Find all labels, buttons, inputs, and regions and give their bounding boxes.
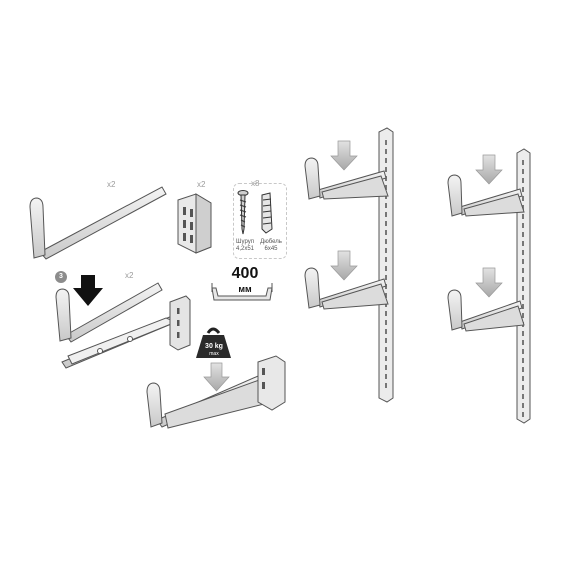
rail-slot [385, 140, 387, 145]
hook-rod-part [29, 186, 167, 260]
rail-slot [385, 266, 387, 271]
rail-slot [522, 295, 524, 300]
mounting-plate-part [177, 193, 212, 254]
bracket-part [61, 295, 191, 369]
rail-slot [522, 367, 524, 372]
rail-slot [385, 158, 387, 163]
rail-slot [522, 313, 524, 318]
screw-size: 4,2x51 [235, 246, 254, 252]
rail-slot [385, 356, 387, 361]
rail-slot [522, 187, 524, 192]
rail-slot [385, 248, 387, 253]
insert-arrow-icon [330, 140, 358, 281]
load-note: max [209, 351, 219, 357]
rail-slot [385, 149, 387, 154]
rail-slot [522, 223, 524, 228]
rail-slot [522, 304, 524, 309]
rail-slot [385, 203, 387, 208]
step-number-badge: 3 [55, 271, 67, 283]
dimension-unit: мм [238, 284, 252, 294]
dowel-icon [261, 192, 273, 234]
rail-slot [522, 196, 524, 201]
insert-arrow-icon [475, 154, 503, 298]
rail-slot [522, 250, 524, 255]
rail-slot [385, 239, 387, 244]
dimension-arrow [211, 283, 273, 301]
rail-slot [522, 403, 524, 408]
load-value: 30 kg [205, 343, 223, 350]
rail-slot [385, 329, 387, 334]
rail-slot [385, 293, 387, 298]
rail-slot [385, 374, 387, 379]
rail-slot [522, 412, 524, 417]
rail-slot [385, 275, 387, 280]
hook-right-lower [447, 289, 525, 332]
fasteners-quantity: x8 [251, 179, 260, 188]
wall-rail-right [516, 148, 531, 424]
load-arrow-icon [203, 362, 230, 392]
rail-slot [522, 331, 524, 336]
rail-slot [522, 358, 524, 363]
rail-slot [522, 385, 524, 390]
down-arrow-icon [73, 275, 103, 306]
rail-slot [522, 178, 524, 183]
rail-slot [522, 160, 524, 165]
rail-slot [385, 338, 387, 343]
rail-slot [522, 394, 524, 399]
rail-slot [385, 212, 387, 217]
rail-slot [522, 259, 524, 264]
hook-middle-lower [304, 267, 389, 310]
fasteners-box [233, 183, 287, 259]
dowel-caption: Дюбель 6x45 [257, 239, 285, 253]
rod-quantity: x2 [107, 180, 116, 189]
hook-right-upper [447, 174, 525, 217]
rail-slot [385, 347, 387, 352]
rail-slot [385, 257, 387, 262]
rail-slot [385, 221, 387, 226]
rail-slot [522, 340, 524, 345]
dowel-size: 6x45 [264, 246, 278, 252]
screw-caption: Шуруп 4,2x51 [232, 239, 258, 253]
rail-slot [522, 286, 524, 291]
rail-slot [522, 232, 524, 237]
dowel-label: Дюбель [260, 239, 282, 245]
rail-slot [522, 277, 524, 282]
step-quantity: x2 [125, 271, 134, 280]
dimension-value: 400 [231, 265, 259, 282]
rail-slot [522, 268, 524, 273]
rail-slot [385, 230, 387, 235]
rail-slot [522, 214, 524, 219]
rail-slot [385, 365, 387, 370]
rail-slot [385, 185, 387, 190]
rail-slot [522, 241, 524, 246]
weight-icon [196, 327, 231, 358]
screw-icon [237, 190, 249, 235]
rail-slot [385, 320, 387, 325]
hook-assembled-loaded [146, 355, 286, 429]
hook-middle-upper [304, 157, 389, 200]
rail-slot [522, 376, 524, 381]
hook-rod-step3 [55, 282, 163, 343]
plate-quantity: x2 [197, 180, 206, 189]
rail-slot [385, 311, 387, 316]
rail-slot [385, 167, 387, 172]
screw-label: Шуруп [236, 239, 254, 245]
rail-slot [522, 349, 524, 354]
wall-rail-middle [378, 127, 394, 403]
rail-slot [385, 383, 387, 388]
rail-slot [522, 169, 524, 174]
